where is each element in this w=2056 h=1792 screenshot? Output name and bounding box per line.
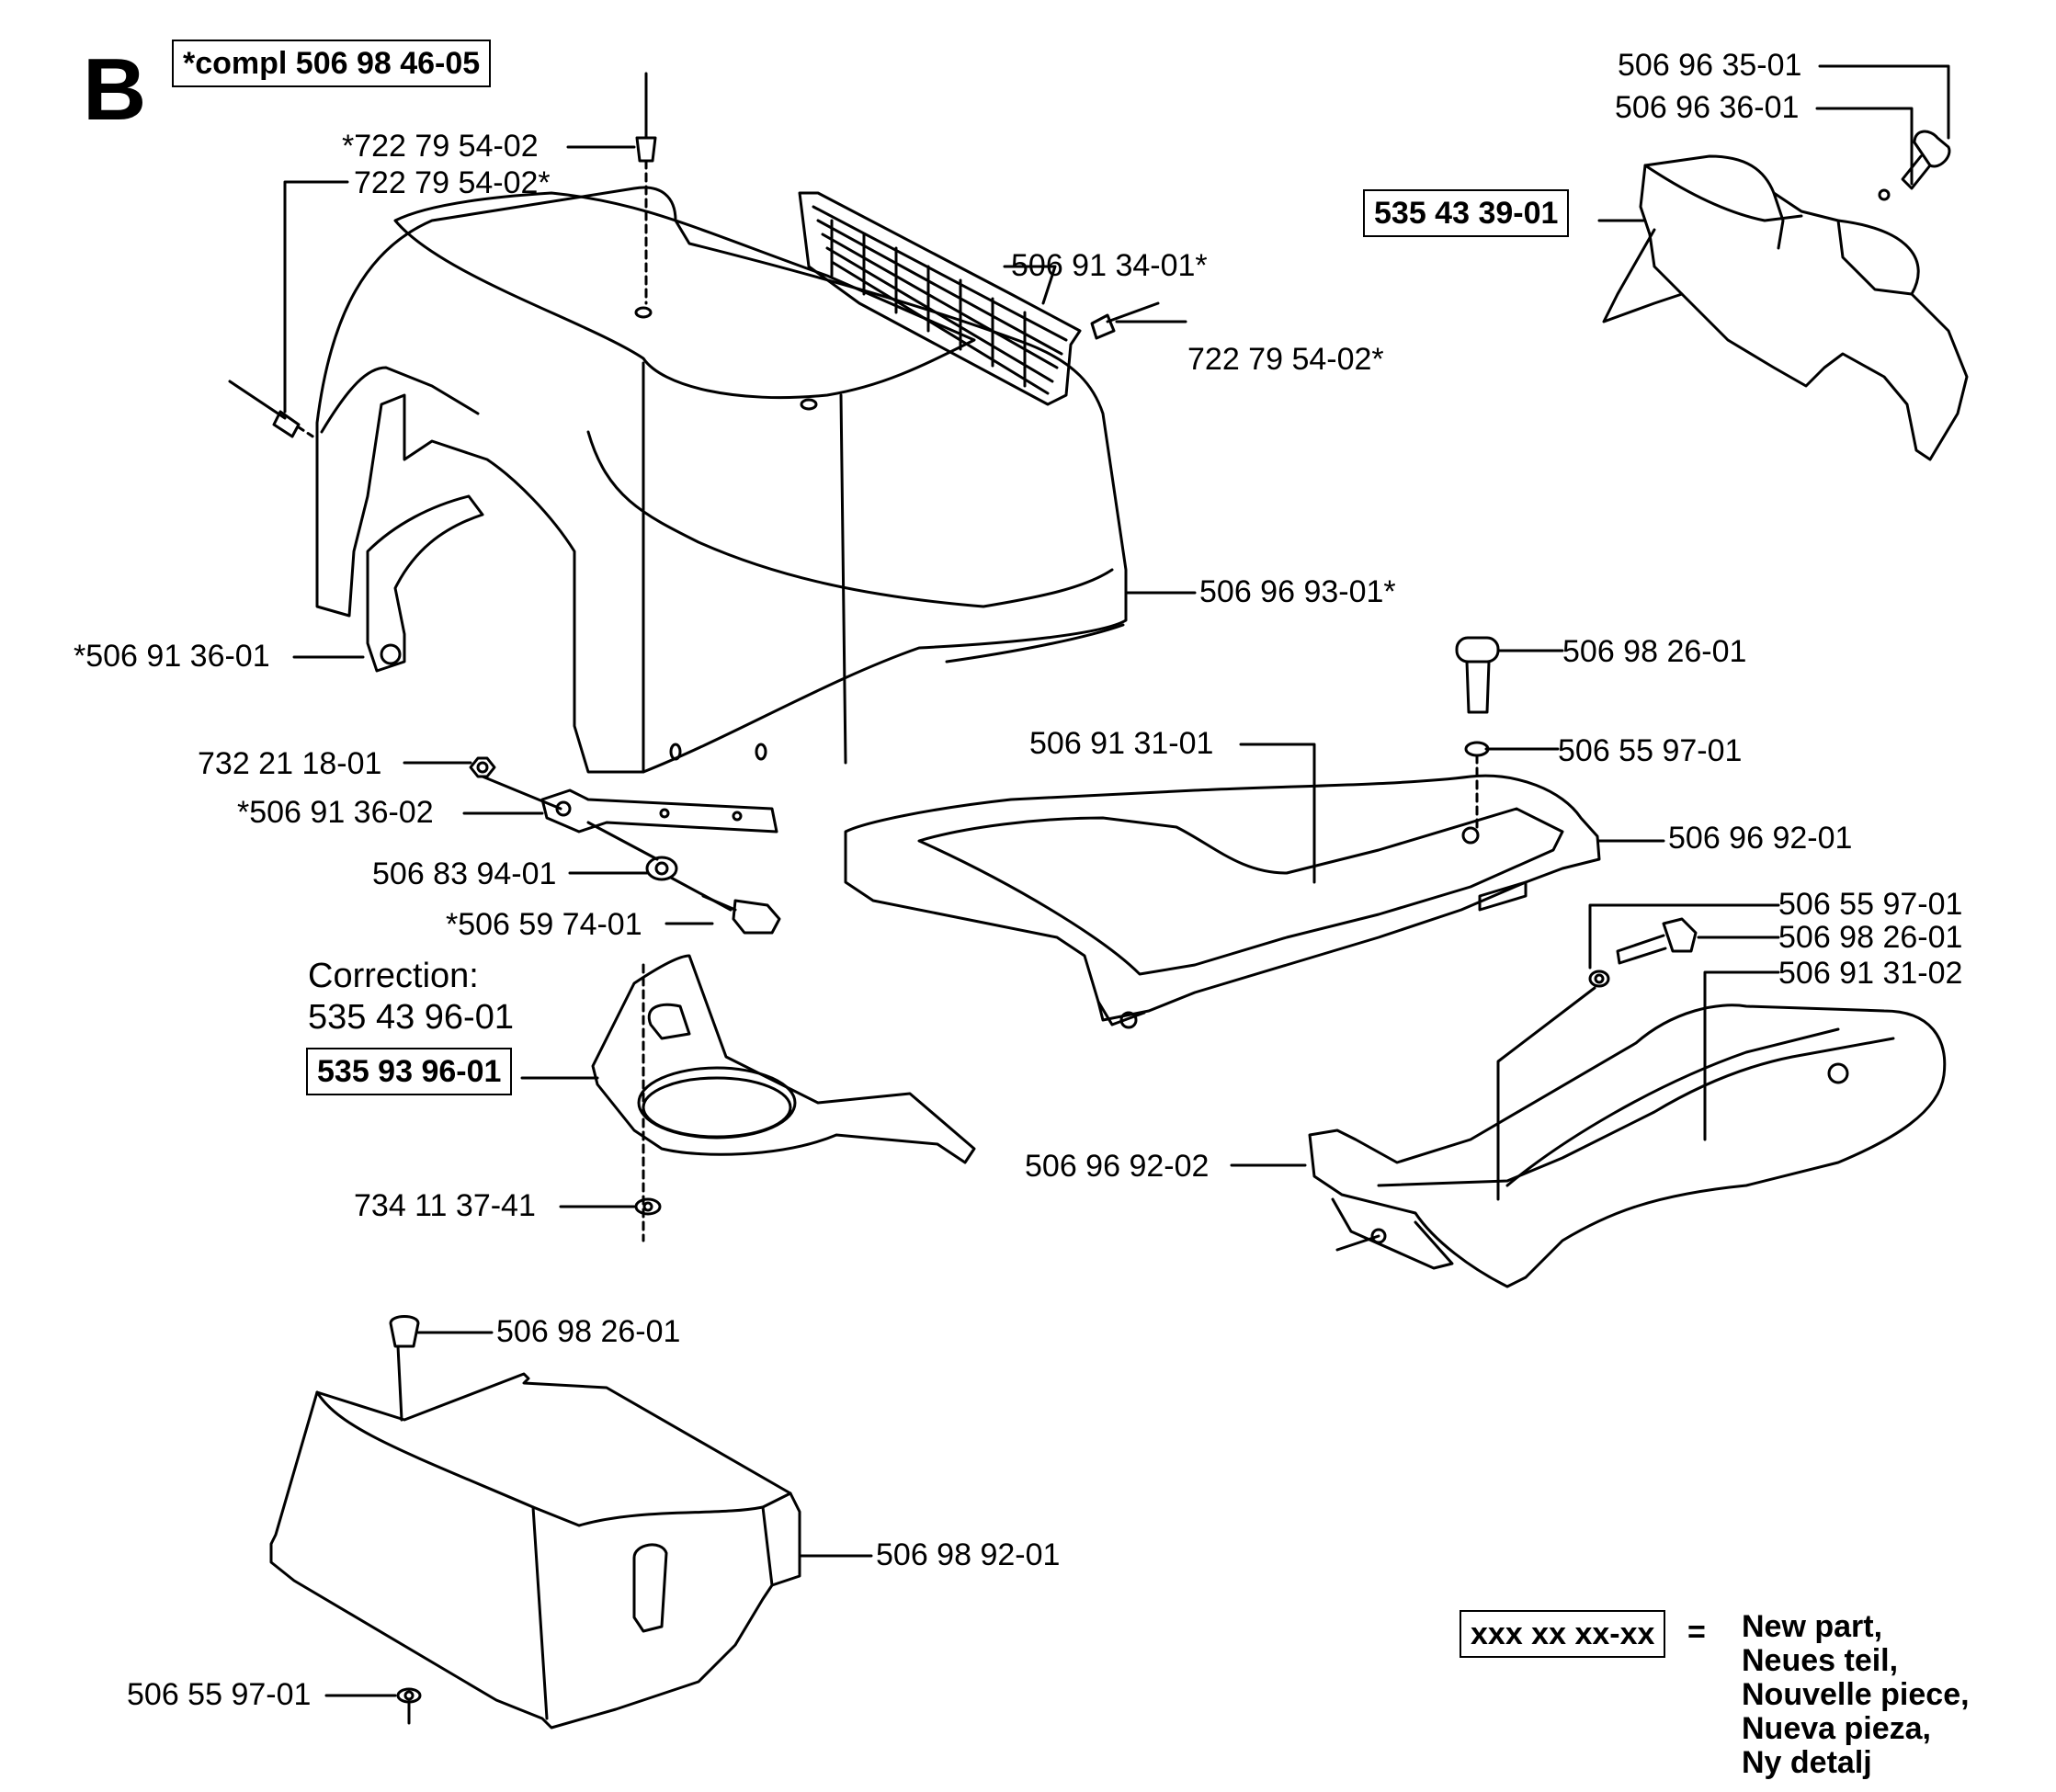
- hardware-middle-part: [469, 756, 781, 935]
- label-battery-cover: 506 98 92-01: [876, 1537, 1061, 1572]
- label-panel-lower: 506 91 31-02: [1778, 956, 1963, 991]
- label-knob-low: 506 98 26-01: [496, 1314, 681, 1349]
- kit-number-box: *compl 506 98 46-05: [172, 40, 492, 87]
- label-knob-mid: 506 98 26-01: [1562, 634, 1747, 669]
- label-knob-right: 506 98 26-01: [1778, 920, 1963, 955]
- correction-title: Correction:: [308, 957, 479, 995]
- battery-cover-part: [269, 1315, 801, 1730]
- label-panel-upper: 506 91 31-01: [1029, 726, 1214, 761]
- rivet-left-part: [228, 380, 319, 441]
- label-bolt: *506 59 74-01: [446, 907, 642, 942]
- legend-line-5: Ny detalj: [1742, 1745, 1872, 1780]
- legend-text-block: New part, Neues teil, Nouvelle piece, Nu…: [1742, 1610, 1970, 1780]
- label-hood: 506 96 93-01*: [1199, 574, 1396, 609]
- label-spacer: 506 83 94-01: [372, 856, 557, 891]
- rivet-top-part: [635, 72, 657, 305]
- correction-new-number-box: 535 93 96-01: [306, 1048, 513, 1095]
- label-rivet-top: *722 79 54-02: [342, 129, 539, 164]
- label-bracket-left: *506 91 36-01: [74, 639, 270, 674]
- legend-equals: =: [1687, 1615, 1706, 1650]
- legend-line-2: Neues teil,: [1742, 1643, 1899, 1678]
- section-letter: B: [83, 40, 147, 139]
- legend-line-4: Nueva pieza,: [1742, 1711, 1931, 1746]
- label-washer-low: 506 55 97-01: [127, 1677, 312, 1712]
- label-grille: 506 91 34-01*: [1011, 248, 1208, 283]
- label-nut: 732 21 18-01: [198, 746, 382, 781]
- legend-line-3: Nouvelle piece,: [1742, 1677, 1970, 1712]
- label-washer-cup: 734 11 37-41: [354, 1188, 536, 1223]
- correction-old-number: 535 43 96-01: [308, 998, 514, 1037]
- label-top-r1: 506 96 35-01: [1618, 48, 1802, 83]
- bracket-left-part: [366, 494, 484, 673]
- hood-part: [315, 186, 1128, 774]
- lower-panel-part: [1308, 1004, 1947, 1288]
- knob-mid-part: [1455, 636, 1500, 834]
- label-washer-mid: 506 55 97-01: [1558, 733, 1743, 768]
- small-screw-part: [1878, 130, 1951, 201]
- label-washer-right: 506 55 97-01: [1778, 887, 1963, 922]
- label-panel-upper-frame: 506 96 92-01: [1668, 821, 1853, 856]
- legend-line-1: New part,: [1742, 1609, 1883, 1644]
- label-rivet-right: 722 79 54-02*: [1187, 342, 1384, 377]
- legend-sample-box: xxx xx xx-xx: [1460, 1610, 1666, 1658]
- label-panel-lower-frame: 506 96 92-02: [1025, 1149, 1210, 1184]
- label-top-r2: 506 96 36-01: [1615, 90, 1800, 125]
- rivet-right-part: [1090, 301, 1160, 340]
- small-cover-part: [1602, 154, 1969, 461]
- label-bracket-right: *506 91 36-02: [237, 795, 434, 830]
- knob-right-part: [1496, 917, 1698, 1201]
- upper-panel-part: [844, 774, 1601, 1029]
- cup-holder-part: [591, 954, 976, 1242]
- label-rivet-left: 722 79 54-02*: [354, 165, 551, 200]
- new-part-number-box: 535 43 39-01: [1363, 189, 1570, 237]
- grille-part: [798, 191, 1082, 406]
